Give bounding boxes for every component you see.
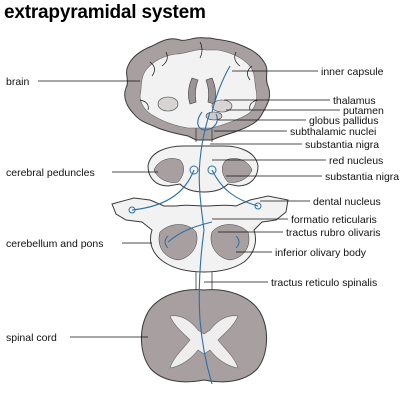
brain-midline-stem (195, 128, 213, 142)
label-tractus-reticulo-spinalis: tractus reticulo spinalis (271, 277, 377, 289)
label-inner-capsule: inner capsule (321, 66, 384, 78)
label-cerebellum-and-pons: cerebellum and pons (6, 238, 103, 250)
dental-nucleus-right (254, 202, 262, 210)
label-substantia-nigra-2: substantia nigra (325, 171, 399, 183)
label-dental-nucleus: dental nucleus (313, 196, 381, 208)
lateral-ventricles (188, 77, 216, 105)
tract-inner-capsule (211, 65, 231, 113)
right-labels: inner capsule thalamus putamen globus pa… (271, 66, 399, 289)
label-cerebral-peduncles: cerebral peduncles (6, 167, 95, 179)
cerebellum-outline (111, 195, 289, 273)
brain-section (124, 37, 271, 142)
label-brain: brain (6, 76, 30, 88)
label-tractus-rubro-olivaris: tractus rubro olivaris (286, 227, 381, 239)
label-subthalamic-nuclei: subthalamic nuclei (290, 126, 376, 138)
neural-tracts (131, 65, 259, 385)
label-formatio-reticularis: formatio reticularis (291, 214, 377, 226)
tract-left-cerebellar (131, 169, 195, 211)
tract-right-cerebellar (211, 169, 259, 207)
leader-lines (38, 70, 340, 338)
label-substantia-nigra-1: substantia nigra (305, 139, 379, 151)
tract-olivary (167, 221, 213, 243)
putamen-shape (211, 99, 233, 113)
label-inferior-olivary-body: inferior olivary body (275, 247, 367, 259)
pons-gray (158, 224, 250, 261)
spinal-gray-matter (169, 315, 239, 369)
globus-pallidus-shape (205, 111, 223, 121)
brain-white-matter (139, 49, 258, 129)
spinal-cord-section (141, 289, 267, 383)
red-nucleus-left (189, 165, 199, 175)
brain-gyri (139, 41, 259, 111)
peduncles-section (147, 145, 259, 193)
diagram-title: extrapyramidal system (4, 2, 206, 23)
olivary-left (164, 235, 169, 249)
left-labels: brain cerebral peduncles cerebellum and … (6, 76, 103, 344)
label-globus-pallidus: globus pallidus (309, 115, 378, 127)
peduncle-left-gray (153, 158, 184, 183)
tract-basal-loop (197, 111, 218, 131)
label-spinal-cord: spinal cord (6, 332, 57, 344)
olivary-right (235, 235, 240, 249)
cerebellum-pons-section (111, 195, 289, 290)
red-nucleus-right (207, 165, 217, 175)
thalamus-shape (157, 96, 179, 112)
label-putamen: putamen (343, 105, 384, 117)
tract-thalamic-loop (198, 111, 211, 231)
medulla-stem (195, 272, 213, 290)
tract-reticulospinal (198, 229, 213, 385)
label-thalamus: thalamus (333, 95, 376, 107)
label-red-nucleus: red nucleus (329, 155, 383, 167)
